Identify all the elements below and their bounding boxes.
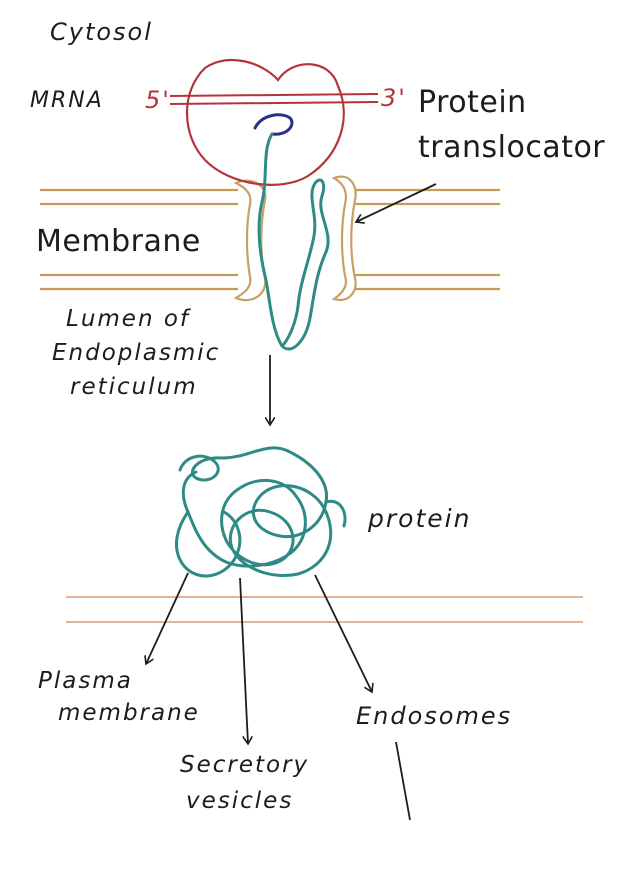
label-protein: Protein (418, 85, 527, 120)
label-mrna: MRNA (30, 88, 104, 113)
label-folded-protein: protein (368, 504, 472, 533)
arrow-from-endosomes (395, 741, 411, 821)
label-secretory: Secretory (180, 752, 310, 778)
label-lumen-3: reticulum (70, 374, 198, 400)
guide-lines (66, 596, 583, 623)
label-lumen-2: Endoplasmic (52, 340, 221, 366)
nascent-polypeptide (253, 113, 330, 351)
label-lumen-1: Lumen of (66, 306, 191, 332)
mrna-strand (169, 93, 379, 105)
label-vesicles: vesicles (186, 788, 294, 814)
label-cytosol: Cytosol (50, 18, 153, 46)
label-membrane: Membrane (36, 224, 201, 259)
protein-translocator (233, 175, 357, 302)
arrow-to-secretory-vesicles (239, 577, 248, 744)
label-plasma: Plasma (38, 668, 133, 694)
label-translocator: translocator (418, 130, 606, 165)
arrow-to-endosomes (314, 574, 372, 692)
folded-protein (174, 446, 347, 578)
arrow-to-plasma-membrane (146, 572, 189, 664)
sorting-arrows (146, 183, 437, 821)
label-five-prime: 5' (145, 86, 171, 114)
ribosome (185, 59, 345, 186)
label-three-prime: 3' (381, 84, 407, 112)
membrane-bilayer (40, 188, 500, 291)
translocator-pointer (356, 183, 437, 222)
label-endosomes: Endosomes (356, 702, 513, 730)
label-plasma-membrane: membrane (58, 700, 200, 726)
